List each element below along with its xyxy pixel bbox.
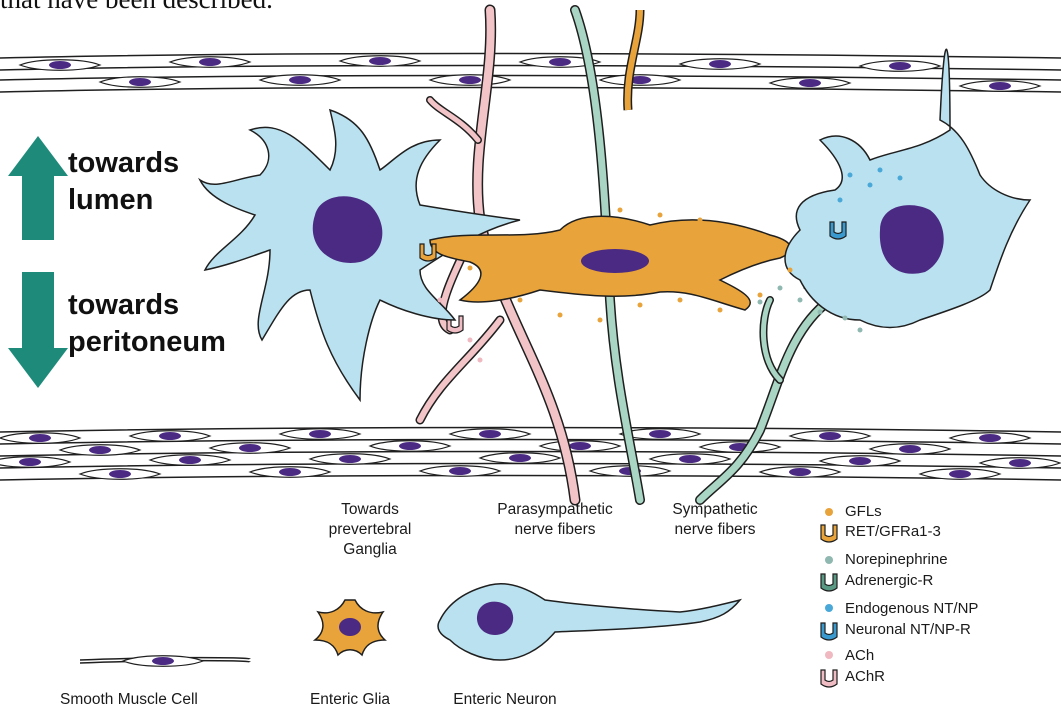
legend-ach-icon — [825, 651, 833, 659]
prevertebral-ganglia-label: Towards prevertebral Ganglia — [300, 500, 440, 560]
sympathetic-label: Sympathetic nerve fibers — [650, 500, 780, 540]
legend-gfl-icon — [825, 508, 833, 516]
key-enteric-glia — [315, 600, 385, 655]
legend-achr-label: AChR — [845, 668, 885, 685]
arrow-up-icon — [8, 136, 68, 240]
parasympathetic-line1: Parasympathetic — [480, 500, 630, 520]
sympathetic-line1: Sympathetic — [650, 500, 780, 520]
towards-peritoneum-label: towards peritoneum — [68, 287, 226, 361]
legend-ach-label: ACh — [845, 647, 874, 664]
towards-peritoneum-line2: peritoneum — [68, 324, 226, 361]
key-smooth-muscle-label: Smooth Muscle Cell — [60, 690, 280, 710]
legend-adrenergic-label: Adrenergic-R — [845, 572, 933, 589]
legend-ret-icon — [821, 525, 837, 542]
towards-lumen-line1: towards — [68, 145, 179, 182]
parasympathetic-label: Parasympathetic nerve fibers — [480, 500, 630, 540]
legend-ntnp-label: Endogenous NT/NP — [845, 600, 978, 617]
legend-adrenergic-icon — [821, 574, 837, 591]
legend-ntnp-receptor-label: Neuronal NT/NP-R — [845, 621, 971, 638]
arrow-down-icon — [8, 272, 68, 388]
sympathetic-line2: nerve fibers — [650, 520, 780, 540]
legend-norepinephrine-icon — [825, 556, 833, 564]
prevertebral-line1: Towards — [300, 500, 440, 520]
towards-peritoneum-line1: towards — [68, 287, 226, 324]
prevertebral-line3: Ganglia — [300, 540, 440, 560]
glial-process-fiber — [628, 10, 640, 110]
towards-lumen-line2: lumen — [68, 182, 179, 219]
legend-ntnp-icon — [825, 604, 833, 612]
key-enteric-neuron-label: Enteric Neuron — [430, 690, 580, 710]
key-smooth-muscle-cell — [80, 656, 250, 667]
towards-lumen-label: towards lumen — [68, 145, 179, 219]
key-enteric-glia-label: Enteric Glia — [290, 690, 410, 710]
legend-norepinephrine-label: Norepinephrine — [845, 551, 948, 568]
smooth-muscle-layer-top — [0, 54, 1061, 93]
legend-gfl-label: GFLs — [845, 503, 882, 520]
prevertebral-line2: prevertebral — [300, 520, 440, 540]
legend-ret-label: RET/GFRa1-3 — [845, 523, 941, 540]
parasympathetic-line2: nerve fibers — [480, 520, 630, 540]
legend-achr-icon — [821, 670, 837, 687]
smooth-muscle-layer-bottom — [0, 428, 1061, 481]
legend-ntnp-receptor-icon — [821, 623, 837, 640]
key-enteric-neuron — [438, 584, 740, 660]
